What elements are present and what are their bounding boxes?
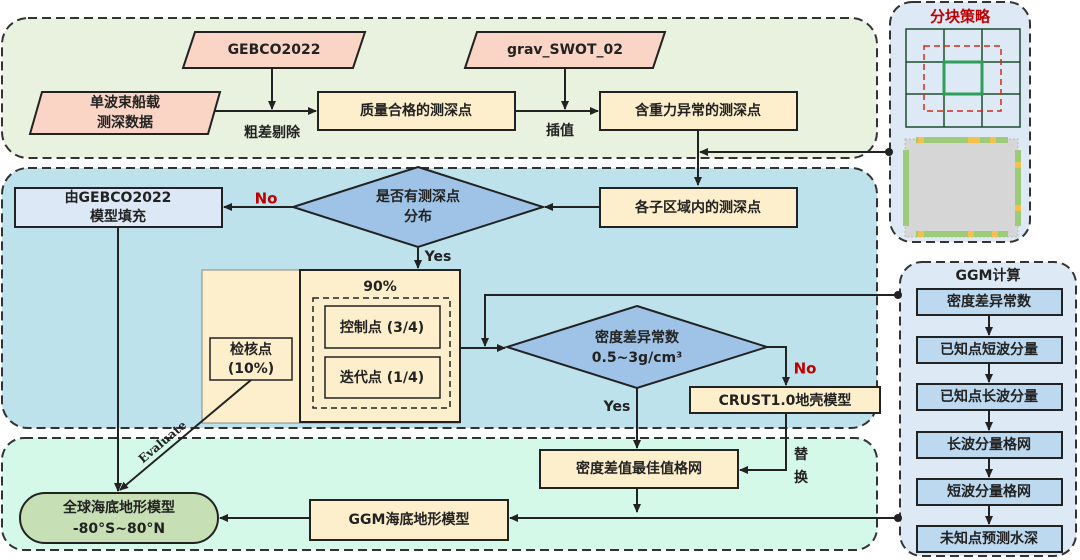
center-tile xyxy=(942,60,984,96)
yes1-label: Yes xyxy=(424,249,452,265)
tiling-title: 分块策略 xyxy=(930,8,991,26)
gebco-input xyxy=(181,31,367,69)
iterate-box xyxy=(324,356,441,399)
global-model xyxy=(19,492,219,544)
ggm-step-box xyxy=(916,478,1063,506)
arrow-replace xyxy=(739,413,787,474)
gebco-fill-label-2: 模型填充 xyxy=(90,208,146,225)
global-label-1: 全球海底地形模型 xyxy=(62,499,175,516)
ggm-step-label: 已知点短波分量 xyxy=(940,341,1038,358)
check-label-2: (10%) xyxy=(228,361,274,377)
decision1-label-2: 分布 xyxy=(404,208,432,225)
ship-input xyxy=(28,91,222,135)
control-box xyxy=(324,305,441,349)
ggm-model-label: GGM海底地形模型 xyxy=(349,511,470,528)
ggm-step-box xyxy=(916,383,1063,411)
check-label-1: 检核点 xyxy=(230,341,272,358)
no1-label: No xyxy=(255,190,278,208)
gebco-fill-label-1: 由GEBCO2022 xyxy=(65,189,172,206)
control-label: 控制点 (3/4) xyxy=(340,319,424,336)
yes2-label: Yes xyxy=(603,399,631,415)
qualified-label: 质量合格的测深点 xyxy=(360,102,472,119)
ggm-step-label: 长波分量格网 xyxy=(947,436,1031,453)
arrow-no2 xyxy=(767,346,790,386)
ggm-model-box xyxy=(309,499,509,541)
point-borders xyxy=(903,137,1021,237)
ggm-step-box xyxy=(916,525,1063,553)
decision1-label-1: 是否有测深点 xyxy=(376,188,460,205)
ggm-step-box xyxy=(916,288,1063,316)
interpolate-label: 插值 xyxy=(546,122,574,139)
arrow-evaluate xyxy=(119,379,252,491)
iterate-label: 迭代点 (1/4) xyxy=(340,369,424,386)
with-gravity-box xyxy=(599,91,798,131)
crust-label: CRUST1.0地壳模型 xyxy=(719,392,852,409)
subregion-preview xyxy=(904,138,1019,238)
with-gravity-label: 含重力异常的测深点 xyxy=(635,102,761,119)
ggm-step-label: 密度差异常数 xyxy=(946,293,1032,310)
ggm-step-label: 已知点长波分量 xyxy=(940,388,1038,405)
ship-label-2: 测深数据 xyxy=(97,114,153,131)
best-grid-box xyxy=(539,449,739,489)
percent90-label: 90% xyxy=(363,279,397,295)
grav-label: grav_SWOT_02 xyxy=(507,42,623,58)
decision2-label-1: 密度差异常数 xyxy=(594,329,680,346)
decision2-label-2: 0.5~3g/cm³ xyxy=(592,350,682,366)
replace-label-1: 替 xyxy=(794,446,809,463)
ship-label-1: 单波束船载 xyxy=(90,94,160,111)
connector-dot xyxy=(894,514,902,522)
best-grid-label: 密度差值最佳值格网 xyxy=(575,460,702,477)
gebco-label: GEBCO2022 xyxy=(228,42,321,58)
outlier-label: 粗差剔除 xyxy=(244,124,301,141)
dashed-group xyxy=(312,297,451,409)
buffer-zone xyxy=(923,45,1002,112)
global-label-2: -80°S~80°N xyxy=(73,521,165,537)
connector-dot xyxy=(894,291,902,299)
arrow-ggm-feedback xyxy=(481,294,898,347)
subregion-box xyxy=(599,187,798,228)
ggm-step-label: 短波分量格网 xyxy=(947,483,1031,500)
no2-label: No xyxy=(794,360,817,378)
ggm-title: GGM计算 xyxy=(956,267,1021,284)
connector-dot xyxy=(885,148,893,156)
ggm-step-label: 未知点预测水深 xyxy=(940,530,1038,547)
subregion-label: 各子区域内的测深点 xyxy=(634,199,761,216)
top-panel xyxy=(1,17,878,159)
replace-label-2: 换 xyxy=(794,469,809,486)
grav-input xyxy=(463,31,667,69)
